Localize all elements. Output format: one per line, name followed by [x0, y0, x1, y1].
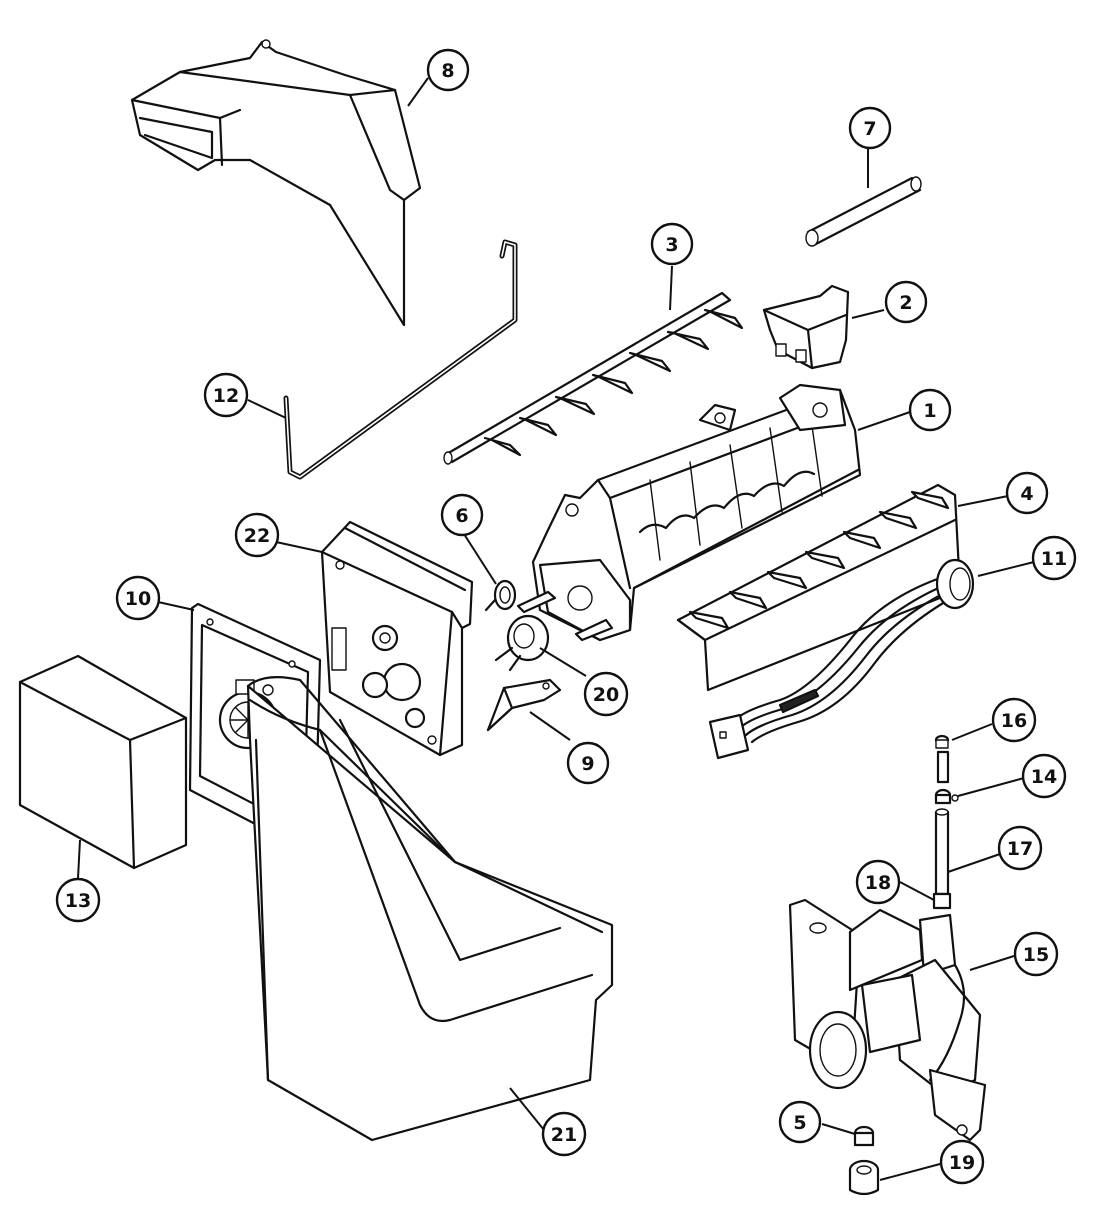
svg-text:19: 19: [949, 1152, 975, 1174]
leader-4: [957, 495, 1009, 507]
part-1-ice-mold: [531, 383, 862, 642]
part-15-water-valve: [788, 898, 987, 1142]
leader-1: [857, 411, 911, 431]
callout-10: 10: [115, 575, 161, 621]
callout-11: 11: [1031, 535, 1077, 581]
leader-21: [509, 1087, 545, 1131]
callout-2: 2: [884, 280, 928, 324]
callout-9: 9: [566, 741, 610, 785]
svg-text:9: 9: [581, 753, 594, 775]
callout-22: 22: [234, 512, 280, 558]
leader-15: [969, 955, 1015, 971]
leader-11: [977, 561, 1035, 577]
svg-text:17: 17: [1007, 838, 1033, 860]
callouts: 8 7 3 2 12 1 6 22: [55, 48, 1077, 1185]
svg-text:18: 18: [865, 872, 891, 894]
part-14-nut: [934, 788, 959, 805]
callout-6: 6: [440, 493, 484, 537]
svg-text:15: 15: [1023, 944, 1049, 966]
part-7-fill-tube: [805, 176, 922, 247]
svg-text:11: 11: [1041, 548, 1067, 570]
svg-text:1: 1: [923, 400, 936, 422]
leader-20: [539, 647, 587, 677]
svg-text:21: 21: [551, 1124, 577, 1146]
callout-18: 18: [855, 859, 901, 905]
svg-text:6: 6: [455, 505, 468, 527]
part-6-clip: [484, 579, 517, 612]
svg-text:16: 16: [1001, 710, 1027, 732]
leader-lines: [77, 77, 1035, 1181]
svg-text:5: 5: [793, 1112, 806, 1134]
leader-12: [247, 399, 287, 419]
part-13-cover: [18, 654, 188, 870]
callout-5: 5: [778, 1100, 822, 1144]
callout-19: 19: [939, 1139, 985, 1185]
callout-17: 17: [997, 825, 1043, 871]
callout-15: 15: [1013, 931, 1059, 977]
part-19-compression-nut: [848, 1159, 880, 1196]
leader-16: [951, 723, 993, 741]
callout-7: 7: [848, 106, 892, 150]
leader-18: [899, 881, 935, 901]
leader-13: [77, 839, 81, 879]
svg-text:4: 4: [1020, 483, 1033, 505]
svg-text:22: 22: [244, 525, 270, 547]
callout-13: 13: [55, 877, 101, 923]
part-20-thermostat: [494, 590, 614, 672]
part-11-wire-harness: [708, 558, 975, 760]
leader-3: [669, 265, 673, 311]
leader-9: [529, 711, 571, 741]
callout-8: 8: [426, 48, 470, 92]
callout-1: 1: [908, 388, 952, 432]
callout-4: 4: [1005, 471, 1049, 515]
part-22-control-housing: [320, 520, 474, 757]
part-3-ejector: [443, 291, 744, 465]
leader-6: [463, 533, 497, 585]
callout-21: 21: [541, 1111, 587, 1157]
svg-text:3: 3: [665, 234, 678, 256]
svg-text:8: 8: [441, 60, 454, 82]
callout-20: 20: [583, 671, 629, 717]
part-21-ice-bucket: [246, 675, 614, 1142]
part-5-nut: [853, 1125, 875, 1147]
leader-10: [157, 601, 195, 611]
svg-text:14: 14: [1031, 766, 1057, 788]
leader-14: [957, 777, 1025, 797]
svg-text:20: 20: [593, 684, 619, 706]
part-18-fitting: [932, 892, 952, 910]
leader-22: [275, 541, 323, 553]
svg-text:2: 2: [899, 292, 912, 314]
callout-14: 14: [1021, 753, 1067, 799]
callout-16: 16: [991, 697, 1037, 743]
leader-2: [851, 309, 885, 319]
svg-text:13: 13: [65, 890, 91, 912]
leader-17: [947, 853, 1001, 873]
part-8-fill-chute: [130, 39, 422, 327]
leader-19: [879, 1163, 941, 1181]
part-2-clip: [762, 284, 850, 370]
part-9-cover: [486, 678, 562, 732]
part-17-inlet-tube: [934, 808, 950, 896]
leader-5: [821, 1123, 856, 1135]
part-16-cap: [934, 734, 950, 784]
callout-12: 12: [203, 372, 249, 418]
callout-3: 3: [650, 222, 694, 266]
part-12-wire-loop: [283, 239, 518, 480]
svg-text:10: 10: [125, 588, 151, 610]
svg-text:7: 7: [863, 118, 876, 140]
leader-8: [407, 77, 429, 107]
svg-text:12: 12: [213, 385, 239, 407]
